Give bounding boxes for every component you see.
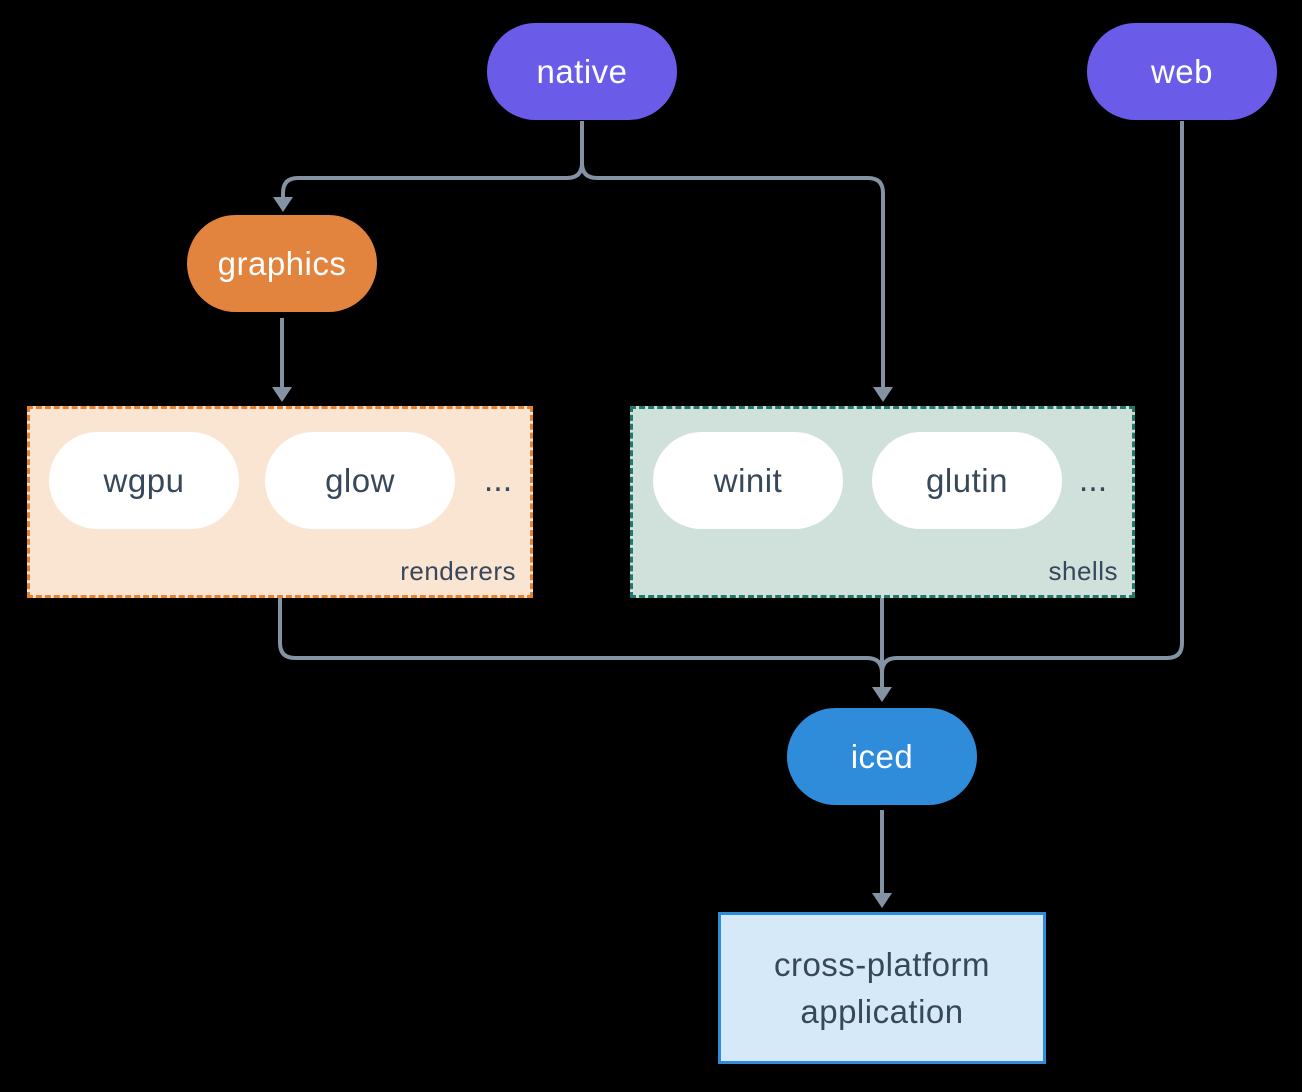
node-native: native bbox=[487, 23, 677, 120]
node-wgpu: wgpu bbox=[49, 432, 239, 529]
group-shells: winit glutin ... shells bbox=[630, 406, 1135, 598]
group-renderers: wgpu glow ... renderers bbox=[27, 406, 533, 598]
shells-ellipsis: ... bbox=[1078, 461, 1108, 499]
node-winit: winit bbox=[653, 432, 843, 529]
arrowhead-renderers bbox=[272, 387, 292, 402]
renderers-group-label: renderers bbox=[400, 556, 516, 586]
arrowhead-graphics bbox=[273, 197, 293, 212]
edge-renderers-iced bbox=[278, 598, 884, 674]
application-label-line2: application bbox=[800, 993, 964, 1030]
edge-native-graphics bbox=[281, 162, 584, 197]
node-iced: iced bbox=[787, 708, 977, 805]
arrowhead-application bbox=[872, 893, 892, 908]
arrowhead-shells bbox=[873, 387, 893, 402]
application-label-line1: cross-platform bbox=[773, 946, 991, 983]
node-glow: glow bbox=[265, 432, 455, 529]
node-glutin: glutin bbox=[872, 432, 1062, 529]
node-graphics: graphics bbox=[187, 215, 377, 312]
shells-group-label: shells bbox=[1048, 556, 1118, 586]
edge-native-shells bbox=[580, 162, 885, 387]
node-cross-platform-application: cross-platform application bbox=[718, 912, 1046, 1064]
arrowhead-iced bbox=[872, 687, 892, 702]
renderers-ellipsis: ... bbox=[483, 461, 513, 499]
node-web: web bbox=[1087, 23, 1277, 120]
